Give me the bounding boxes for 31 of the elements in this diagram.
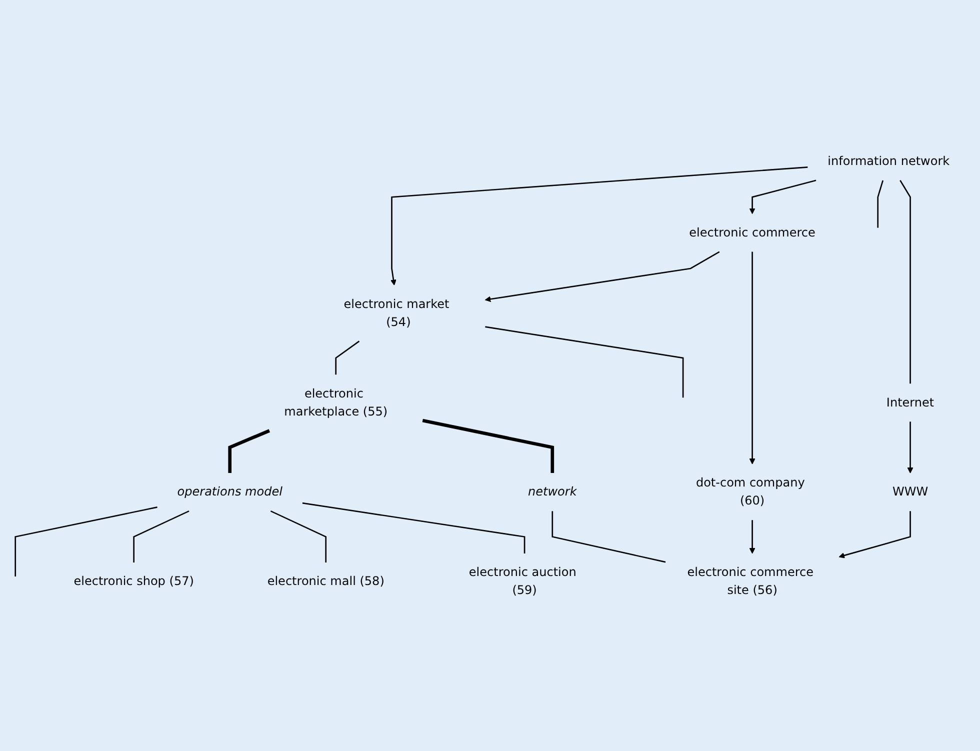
node-label: electronic commerce site (56) [687, 565, 814, 598]
connector-line [552, 510, 666, 562]
connector-line [14, 506, 158, 576]
node-label: electronic market (54) [344, 296, 450, 329]
node-label: operations model [177, 484, 282, 499]
node-label: electronic marketplace (55) [284, 386, 388, 418]
node-label: dot-com company (60) [696, 476, 805, 508]
node-label: electronic shop (57) [74, 574, 194, 588]
connector-line [270, 510, 327, 562]
connector-line [422, 418, 554, 473]
connector-line [133, 510, 190, 562]
arrow [390, 166, 808, 285]
node-label: information network [828, 154, 950, 168]
node-label: network [528, 484, 577, 499]
connector-line [900, 180, 911, 384]
node-label: electronic commerce [689, 225, 816, 240]
connector-line [485, 326, 684, 398]
arrow [749, 179, 816, 214]
arrow [484, 250, 720, 302]
arrow [749, 520, 756, 554]
connector-line [228, 428, 270, 473]
connector-line [302, 502, 526, 554]
connector-line [877, 180, 884, 228]
node-label: WWW [892, 484, 928, 499]
node-label: electronic auction (59) [468, 565, 576, 598]
arrow [907, 421, 914, 473]
connector-line [335, 340, 360, 374]
arrow [749, 251, 756, 464]
arrow [838, 510, 911, 558]
node-label: electronic mall (58) [267, 574, 384, 588]
node-label: Internet [886, 395, 934, 410]
